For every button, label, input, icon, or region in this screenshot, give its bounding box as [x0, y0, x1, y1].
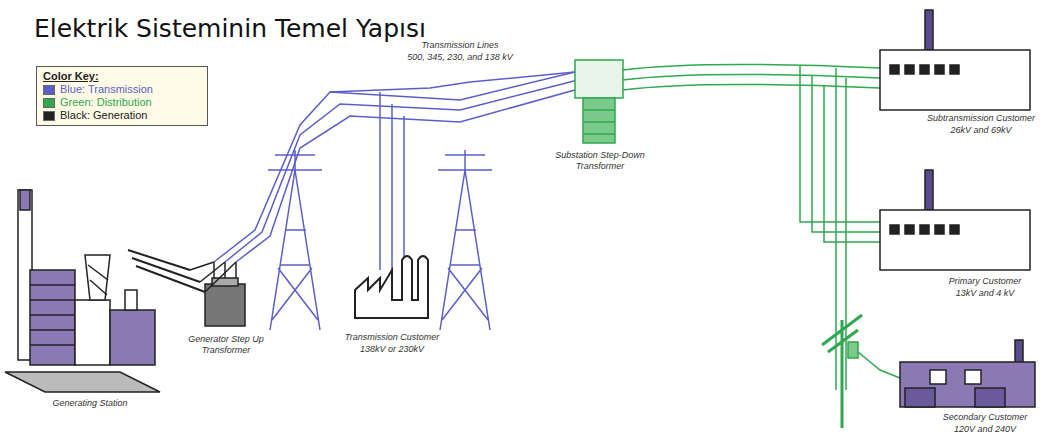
part-label: Primary Customer: [930, 276, 1040, 287]
part-label: Secondary Customer: [930, 412, 1040, 423]
legend-row: Green: Distribution: [43, 96, 201, 109]
legend-row: Black: Generation: [43, 109, 201, 122]
legend-text: Blue: Transmission: [60, 83, 153, 96]
substation-transformer: [575, 60, 623, 143]
part-label: 500, 345, 230, and 138 kV: [380, 52, 540, 63]
legend-box: Color Key:Blue: TransmissionGreen: Distr…: [36, 66, 208, 126]
part-label: Generating Station: [30, 398, 150, 409]
part-label: 138kV or 230kV: [332, 344, 452, 355]
generating-station: [5, 190, 205, 392]
part-label: 26kV and 69kV: [921, 125, 1041, 136]
legend-text: Black: Generation: [60, 109, 147, 122]
legend-swatch: [43, 85, 55, 95]
part-label: Subtransmission Customer: [921, 113, 1041, 124]
part-label: Transmission Lines: [390, 40, 530, 51]
part-label: Substation Step-Down Transformer: [555, 150, 645, 172]
transmission-customer-factory: [355, 256, 428, 318]
primary-factory: [880, 170, 1030, 270]
legend-heading: Color Key:: [43, 70, 201, 83]
legend-text: Green: Distribution: [60, 96, 152, 109]
part-label: 120V and 240V: [930, 424, 1040, 435]
distribution-lines: [623, 64, 900, 428]
subtransmission-factory: [880, 10, 1030, 110]
legend-swatch: [43, 98, 55, 108]
transmission-lines: [214, 72, 582, 330]
step-up-transformer: [190, 262, 245, 326]
part-label: Generator Step Up Transformer: [186, 334, 266, 356]
legend-row: Blue: Transmission: [43, 83, 201, 96]
legend-swatch: [43, 111, 55, 121]
part-label: Transmission Customer: [332, 332, 452, 343]
secondary-house: [900, 340, 1035, 407]
part-label: 13kV and 4 kV: [930, 288, 1040, 299]
title: Elektrik Sisteminin Temel Yapısı: [34, 14, 426, 43]
